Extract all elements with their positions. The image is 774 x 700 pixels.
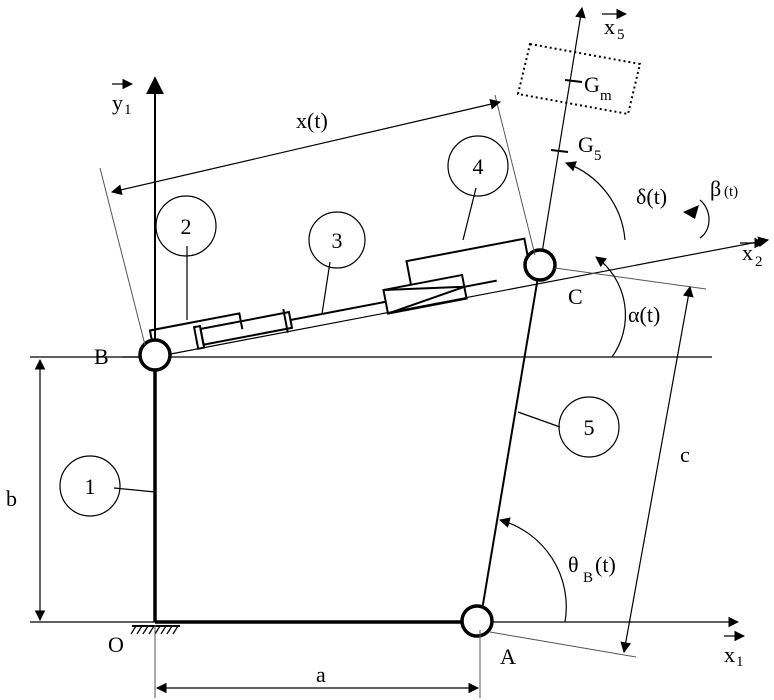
- svg-text:(t): (t): [595, 552, 616, 577]
- dim-xt-label: x(t): [296, 108, 328, 133]
- part-label-4: 4: [473, 154, 484, 179]
- leader-3: [321, 261, 331, 315]
- svg-text:y: y: [112, 90, 123, 115]
- xt-extension-right: [494, 94, 536, 256]
- part-circle-4: [447, 135, 509, 197]
- x5-label: x 5: [602, 8, 628, 43]
- svg-text:G: G: [578, 132, 594, 157]
- point-b-label: B: [94, 344, 109, 369]
- gm-tick: [564, 79, 583, 83]
- part-circle-3: [308, 211, 366, 269]
- alpha-arc: [595, 256, 627, 358]
- part-label-2: 2: [181, 214, 192, 239]
- point-a-label: A: [500, 644, 516, 669]
- leader-4: [462, 187, 477, 241]
- beta-rotation-mark: [699, 199, 710, 239]
- y1-label: y 1: [112, 78, 134, 118]
- c-ext-top: [554, 267, 707, 290]
- mass-gm-box: [516, 42, 642, 116]
- x1-label: x 1: [724, 630, 746, 670]
- joint-b: [138, 338, 172, 372]
- svg-text:2: 2: [755, 254, 763, 270]
- c-dimension: [620, 285, 694, 654]
- point-o-label: O: [108, 632, 124, 657]
- beta-label: β (t): [710, 176, 738, 201]
- svg-text:G: G: [584, 72, 600, 97]
- svg-text:β: β: [710, 176, 721, 201]
- part-label-1: 1: [85, 474, 96, 499]
- leader-5: [517, 411, 561, 428]
- xt-dimension: [110, 98, 502, 196]
- link-5: [479, 264, 541, 623]
- svg-text:x: x: [742, 240, 753, 265]
- part-label-3: 3: [332, 228, 343, 253]
- point-c-label: C: [568, 284, 583, 309]
- c-ext-bottom: [489, 631, 637, 658]
- part-label-5: 5: [584, 415, 595, 440]
- svg-text:5: 5: [594, 148, 602, 164]
- alpha-label: α(t): [628, 302, 660, 327]
- svg-text:m: m: [600, 88, 612, 104]
- dim-c-label: c: [680, 442, 690, 467]
- leader-1: [113, 487, 156, 493]
- theta-arc: [498, 517, 567, 623]
- delta-arc: [564, 161, 626, 241]
- svg-text:x: x: [724, 642, 735, 667]
- dim-a-label: a: [316, 662, 326, 687]
- x2-axis: [154, 236, 770, 358]
- g5-tick: [550, 149, 569, 153]
- svg-text:5: 5: [617, 27, 625, 43]
- dim-b-label: b: [6, 486, 17, 511]
- part-circle-5: [558, 396, 620, 458]
- joint-c: [523, 248, 557, 282]
- svg-text:x: x: [604, 14, 615, 39]
- beta-arrowhead: [683, 205, 699, 219]
- part-circle-2: [155, 195, 217, 257]
- part-2-body: [148, 237, 531, 353]
- gm-label: G m: [584, 72, 612, 104]
- x2-label: x 2: [740, 237, 766, 270]
- delta-label: δ(t): [636, 184, 667, 209]
- svg-text:θ: θ: [568, 552, 579, 577]
- x5-axis: [539, 6, 586, 266]
- svg-text:1: 1: [124, 102, 132, 118]
- ground-hatch: [130, 625, 180, 635]
- g5-label: G 5: [578, 132, 602, 164]
- xt-extension-left: [99, 167, 146, 346]
- theta-label: θ B (t): [568, 552, 616, 586]
- svg-text:B: B: [583, 570, 593, 586]
- part-circle-1: [59, 455, 121, 517]
- svg-text:1: 1: [736, 654, 744, 670]
- svg-text:(t): (t): [724, 184, 738, 200]
- joint-a: [460, 604, 494, 638]
